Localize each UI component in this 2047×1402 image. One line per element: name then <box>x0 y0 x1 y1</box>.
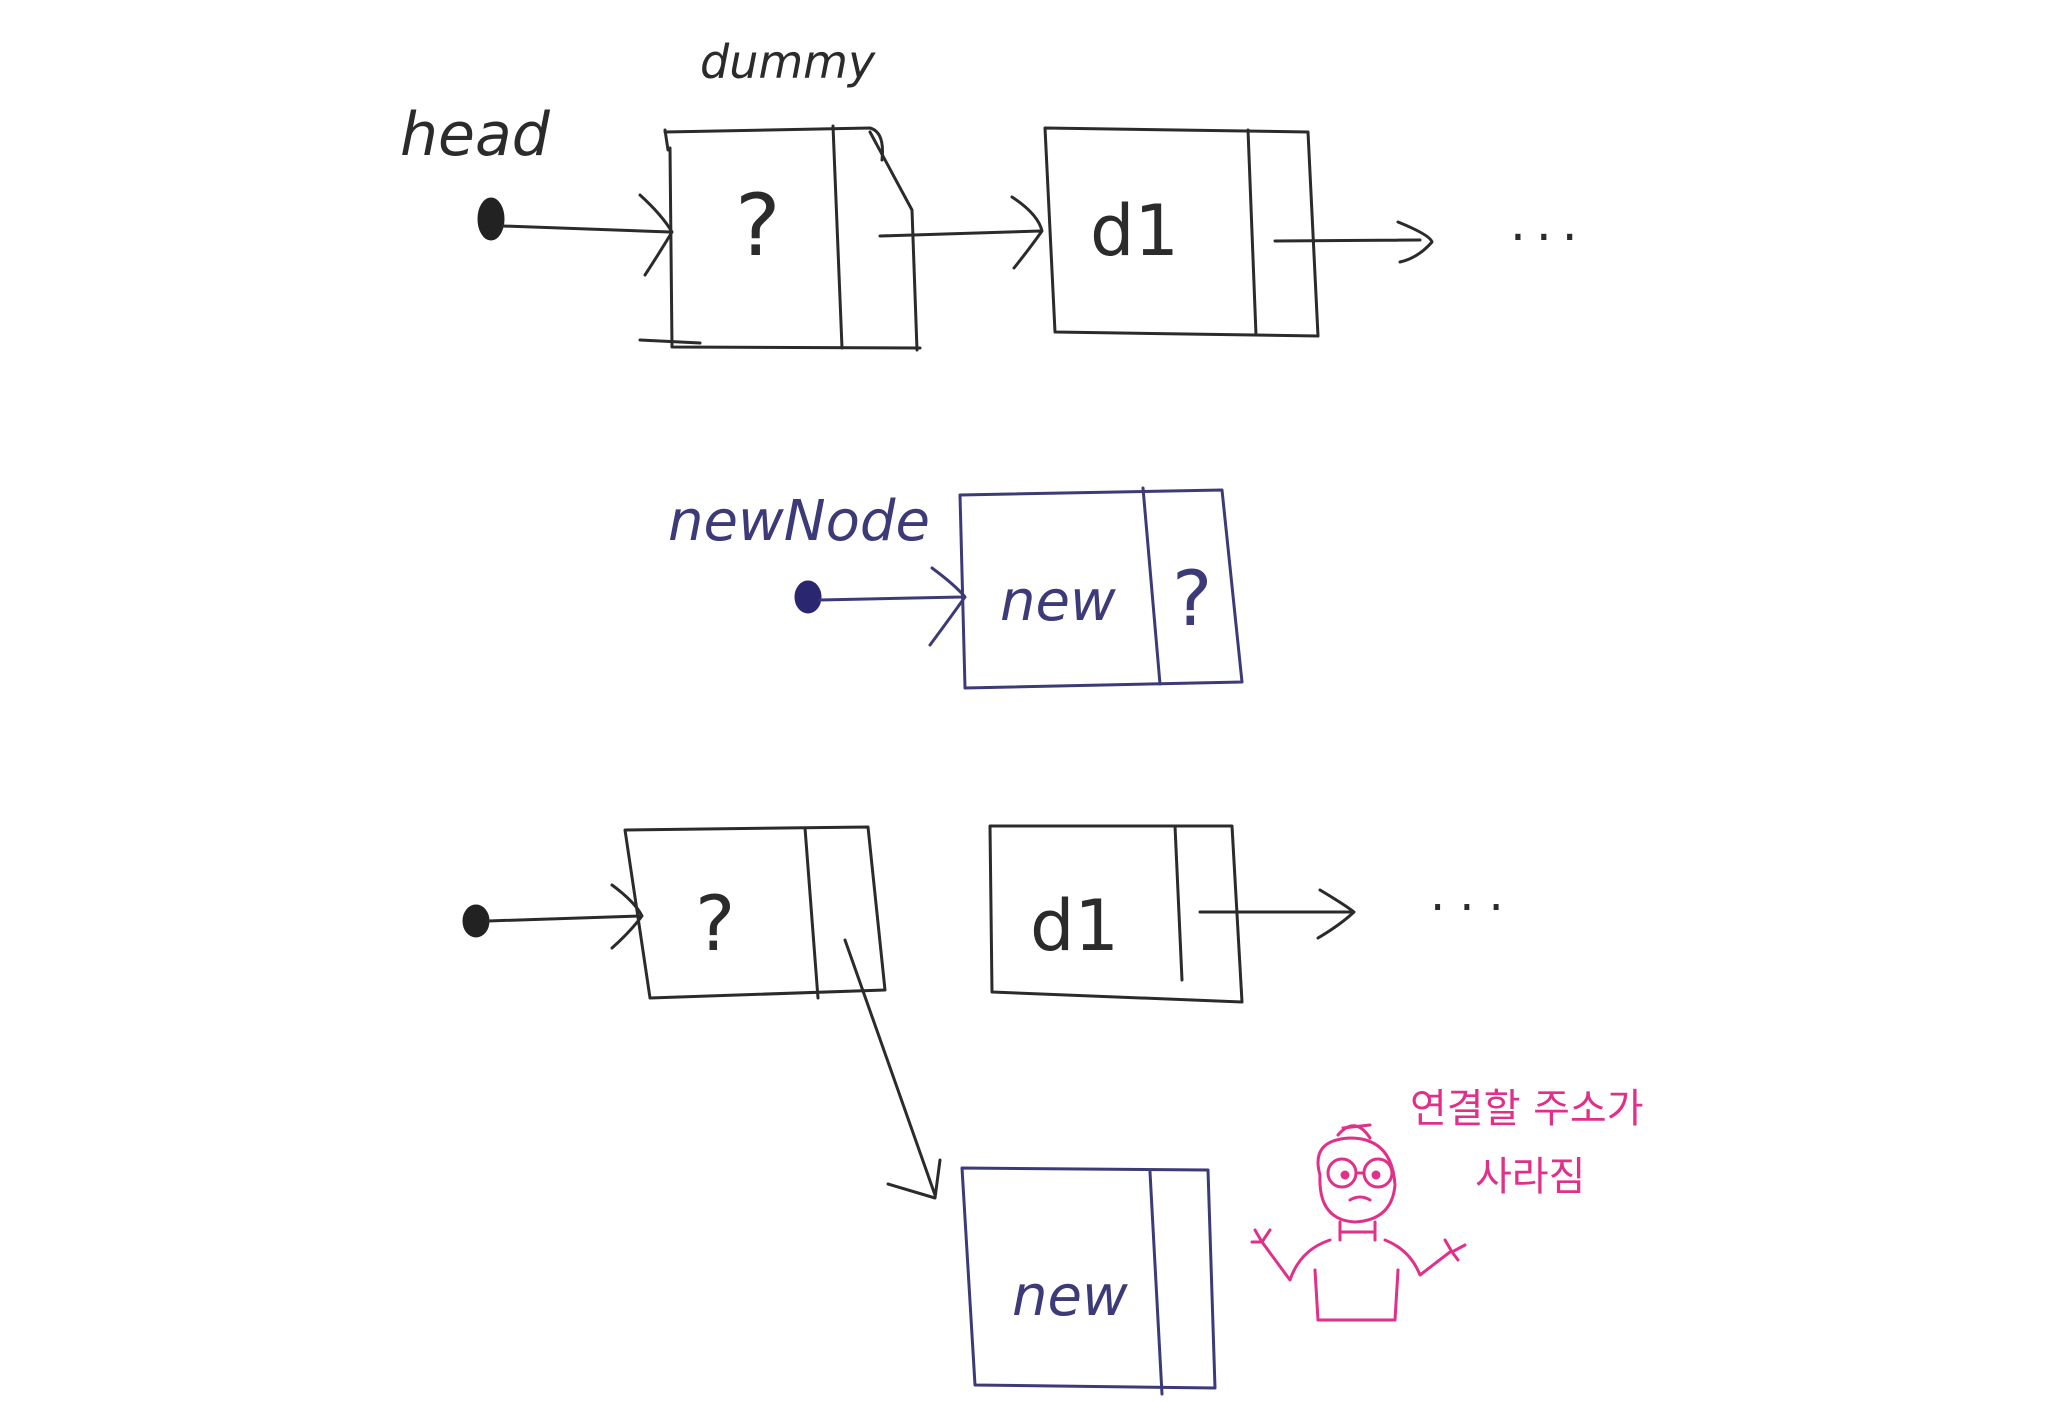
dummy-to-new-arrow <box>843 938 942 1200</box>
bottom-head-arrow <box>486 883 644 950</box>
bottom-list <box>462 824 1356 1200</box>
head-label: head <box>400 100 551 170</box>
d1-node <box>1043 126 1320 338</box>
dummy-value: ? <box>735 176 781 276</box>
newnode-label: newNode <box>668 489 930 554</box>
annotation-line2: 사라짐 <box>1475 1154 1585 1200</box>
bottom-d1-next-arrow <box>1198 888 1356 940</box>
top-list <box>477 124 1434 352</box>
bottom-dummy-value: ? <box>695 879 735 968</box>
new-node-value: new <box>1000 569 1116 634</box>
annotation-line1: 연결할 주소가 <box>1410 1086 1644 1132</box>
bottom-ellipsis: ... <box>1430 866 1518 922</box>
dummy-node <box>638 124 922 352</box>
d1-next-arrow <box>1273 220 1434 264</box>
newnode-arrow <box>818 566 967 647</box>
bottom-d1-node <box>988 824 1244 1004</box>
new-node-box <box>958 488 1244 690</box>
dummy-label: dummy <box>700 35 876 89</box>
bottom-d1-value: d1 <box>1030 885 1119 967</box>
confused-character-drawing <box>1250 1123 1467 1322</box>
bottom-new-node <box>960 1166 1217 1396</box>
d1-value: d1 <box>1090 190 1179 272</box>
top-ellipsis: ... <box>1510 194 1588 252</box>
bottom-new-value: new <box>1012 1264 1128 1329</box>
dummy-to-d1-arrow <box>878 195 1044 270</box>
new-node-standalone <box>794 486 1244 690</box>
bottom-pointer-dot <box>462 904 490 938</box>
head-to-dummy-arrow <box>501 193 674 277</box>
bottom-dummy-node <box>623 825 887 1000</box>
head-pointer-dot <box>477 197 505 241</box>
new-node-next-value: ? <box>1172 554 1212 643</box>
newnode-pointer-dot <box>794 580 822 614</box>
